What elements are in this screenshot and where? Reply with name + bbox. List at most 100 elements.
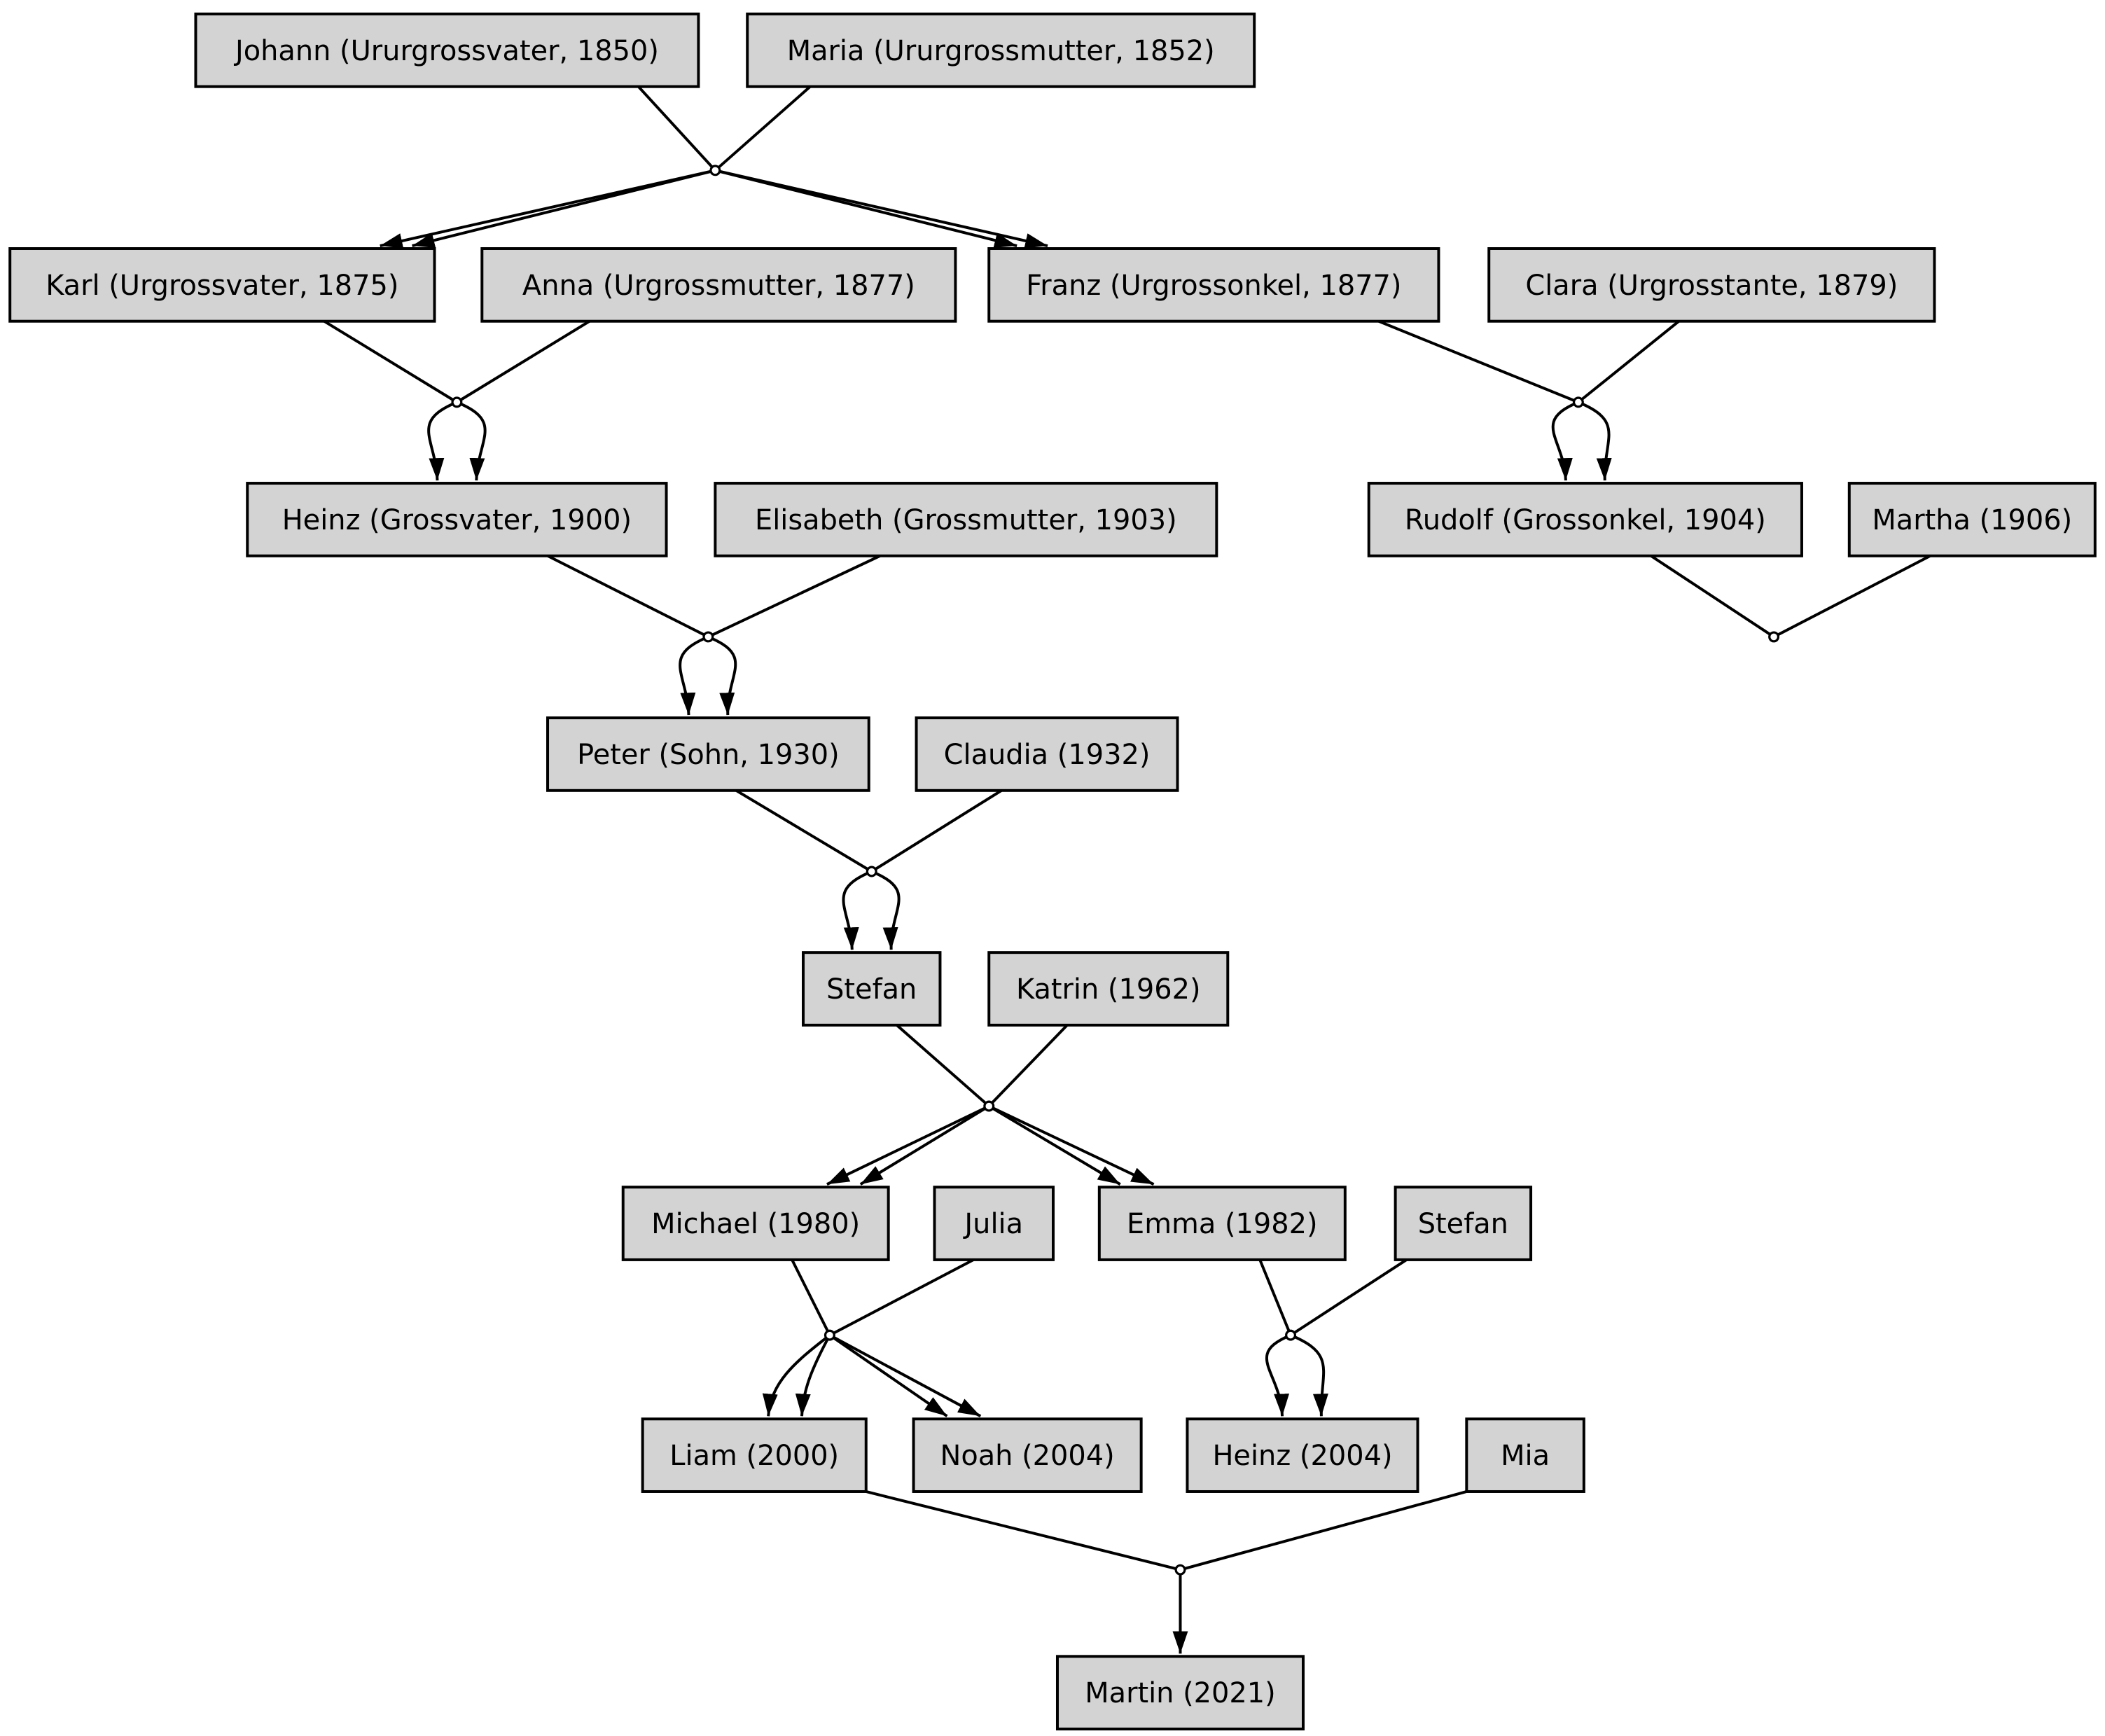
person-box-anna (480, 247, 957, 323)
person-box-stefan (802, 951, 942, 1027)
person-node-maria: Maria (Ururgrossmutter, 1852) (746, 12, 1256, 88)
person-box-liam (641, 1417, 868, 1493)
person-label-julia: Julia (962, 1208, 1023, 1240)
person-node-stefan: Stefan (802, 951, 942, 1027)
person-box-clara (1487, 247, 1936, 323)
edge-jE-to-peter-r (707, 635, 737, 716)
person-node-martin: Martin (2021) (1055, 1655, 1305, 1731)
person-node-michael: Michael (1980) (621, 1186, 890, 1261)
person-label-stefan: Stefan (826, 973, 917, 1006)
edge-heinz-to-jE (547, 554, 709, 639)
edge-jB-to-heinz-r (456, 401, 487, 481)
edge-liam-to-jJ (866, 1490, 1181, 1571)
edge-jF-to-stefan-l (842, 870, 873, 950)
person-label-martin: Martin (2021) (1085, 1677, 1276, 1709)
person-label-anna: Anna (Urgrossmutter, 1877) (522, 270, 915, 302)
person-box-martin (1055, 1655, 1305, 1731)
person-box-johann (194, 12, 700, 88)
person-node-claudia: Claudia (1932) (915, 716, 1179, 792)
person-box-claudia (915, 716, 1179, 792)
person-label-maria: Maria (Ururgrossmutter, 1852) (787, 35, 1215, 67)
edge-stefan-to-jG (896, 1024, 990, 1108)
person-box-peter (546, 716, 870, 792)
person-label-heinz: Heinz (Grossvater, 1900) (282, 504, 632, 536)
person-node-peter: Peter (Sohn, 1930) (546, 716, 870, 792)
edge-stefan2-to-jI (1289, 1258, 1408, 1337)
union-junction-dot-jG (983, 1100, 995, 1112)
edge-jH-to-liam-l (762, 1334, 831, 1417)
edge-jI-to-heinz2-r (1290, 1333, 1328, 1417)
union-junction-dot-jJ (1174, 1564, 1186, 1576)
edge-franz-to-jC (1377, 319, 1579, 404)
person-node-karl: Karl (Urgrossvater, 1875) (8, 247, 436, 323)
person-box-heinz2 (1186, 1417, 1419, 1493)
person-label-clara: Clara (Urgrosstante, 1879) (1525, 270, 1898, 302)
edge-jA-to-franz-2 (714, 169, 1048, 249)
edge-elisabeth-to-jE (707, 554, 881, 639)
person-label-claudia: Claudia (1932) (944, 739, 1151, 771)
person-label-noah: Noah (2004) (940, 1440, 1114, 1472)
union-junction-dot-jF (866, 866, 877, 877)
person-label-karl: Karl (Urgrossvater, 1875) (46, 270, 398, 302)
edge-jG-to-emma-2 (988, 1104, 1155, 1186)
union-junction-dot-jI (1285, 1329, 1297, 1341)
union-junction-dot-jC (1572, 396, 1584, 408)
person-label-martha: Martha (1906) (1872, 504, 2072, 536)
person-node-mia: Mia (1465, 1417, 1585, 1493)
edge-martha-to-jD (1773, 554, 1931, 639)
union-junction-dot-jD (1768, 631, 1780, 643)
person-label-katrin: Katrin (1962) (1016, 973, 1201, 1006)
edge-katrin-to-jG (987, 1024, 1069, 1107)
person-box-julia (933, 1186, 1055, 1261)
edge-anna-to-jB (456, 320, 590, 404)
edge-jF-to-stefan-r (870, 870, 901, 950)
person-label-johann: Johann (Ururgrossvater, 1850) (233, 35, 659, 67)
person-label-michael: Michael (1980) (651, 1208, 860, 1240)
person-label-peter: Peter (Sohn, 1930) (577, 739, 840, 771)
person-node-clara: Clara (Urgrosstante, 1879) (1487, 247, 1936, 323)
union-junction-dot-jA (709, 165, 721, 176)
person-node-liam: Liam (2000) (641, 1417, 868, 1493)
person-node-johann: Johann (Ururgrossvater, 1850) (194, 12, 700, 88)
person-label-rudolf: Rudolf (Grossonkel, 1904) (1405, 504, 1766, 536)
edge-julia-to-jH (828, 1258, 975, 1337)
edge-emma-to-jI (1258, 1259, 1292, 1336)
edge-mia-to-jJ (1179, 1490, 1467, 1571)
person-label-emma: Emma (1982) (1127, 1208, 1318, 1240)
edge-peter-to-jF (735, 789, 873, 873)
person-box-martha (1847, 482, 2097, 557)
person-box-karl (8, 247, 436, 323)
person-label-stefan2: Stefan (1418, 1208, 1508, 1240)
union-junction-dot-jB (451, 396, 463, 408)
person-box-emma (1097, 1186, 1347, 1261)
person-node-heinz2: Heinz (2004) (1186, 1417, 1419, 1493)
person-box-maria (746, 12, 1256, 88)
person-label-heinz2: Heinz (2004) (1212, 1440, 1392, 1472)
person-node-emma: Emma (1982) (1097, 1186, 1347, 1261)
person-box-franz (987, 247, 1440, 323)
person-box-katrin (987, 951, 1230, 1027)
person-node-martha: Martha (1906) (1847, 482, 2097, 557)
person-box-elisabeth (714, 482, 1218, 557)
edge-jH-to-liam-r (795, 1334, 831, 1417)
person-box-heinz (246, 482, 668, 557)
edge-jE-to-peter-l (679, 635, 709, 716)
union-junction-dot-jH (824, 1329, 835, 1341)
edge-rudolf-to-jD (1650, 555, 1775, 639)
person-box-noah (912, 1417, 1143, 1493)
person-node-heinz: Heinz (Grossvater, 1900) (246, 482, 668, 557)
person-label-mia: Mia (1501, 1440, 1550, 1472)
edge-jC-to-rudolf-l (1551, 401, 1579, 481)
person-node-anna: Anna (Urgrossmutter, 1877) (480, 247, 957, 323)
person-node-elisabeth: Elisabeth (Grossmutter, 1903) (714, 482, 1218, 557)
edge-jG-to-emma-1 (988, 1104, 1121, 1186)
edge-claudia-to-jF (870, 789, 1003, 873)
edge-jA-to-karl-2 (412, 169, 716, 248)
union-junction-dot-jE (702, 631, 714, 643)
person-label-elisabeth: Elisabeth (Grossmutter, 1903) (755, 504, 1177, 536)
person-node-noah: Noah (2004) (912, 1417, 1143, 1493)
edge-jH-to-noah-2 (828, 1333, 982, 1418)
edge-karl-to-jB (323, 320, 458, 404)
